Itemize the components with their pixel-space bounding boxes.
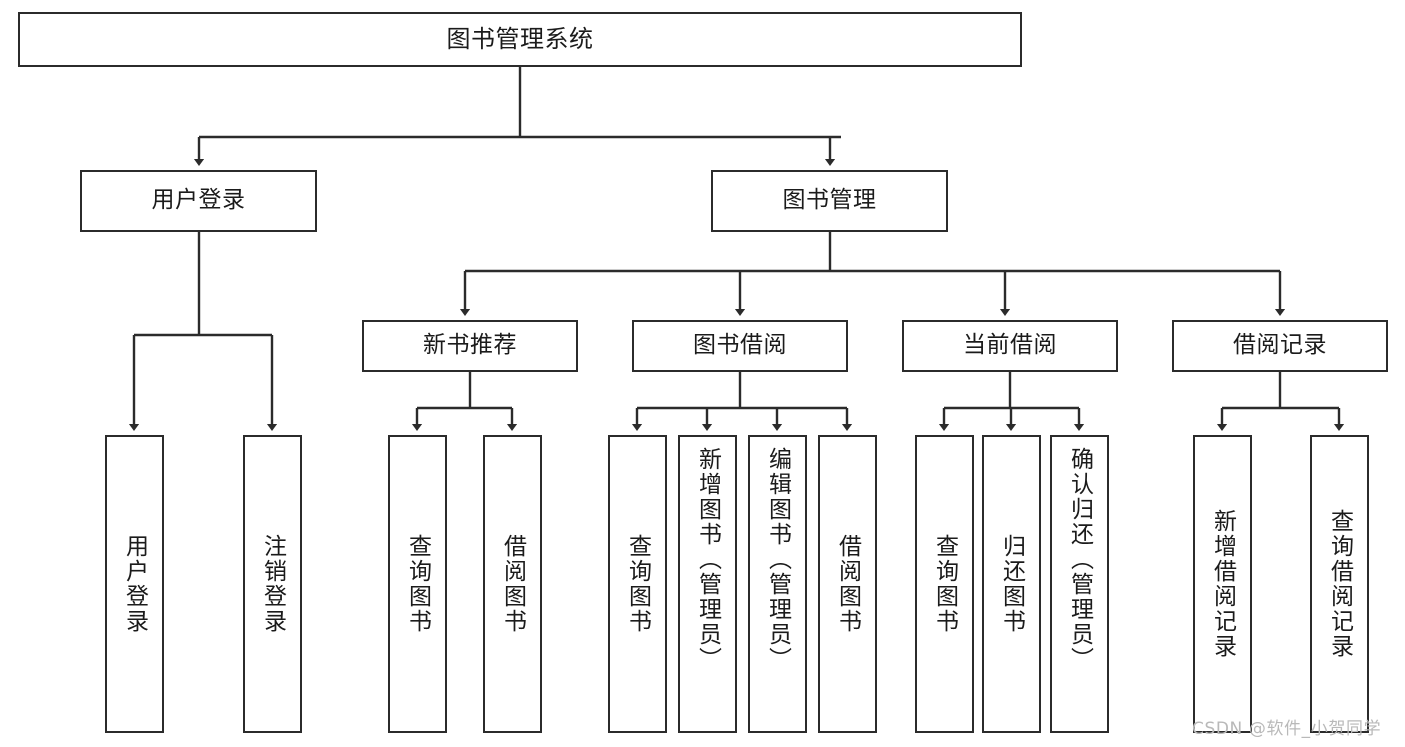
leaf-newbook-borrow-book[interactable]: 借阅图书 [483, 435, 542, 733]
node-label: 图书管理 [782, 187, 877, 214]
node-label: 用户登录 [151, 187, 246, 214]
node-current-borrow[interactable]: 当前借阅 [902, 320, 1118, 372]
leaf-currentborrow-confirm-return-admin[interactable]: 确认归还（管理员） [1050, 435, 1109, 733]
node-label: 图书借阅 [693, 332, 787, 359]
node-user-login[interactable]: 用户登录 [80, 170, 317, 232]
node-book-management[interactable]: 图书管理 [711, 170, 948, 232]
node-book-borrow[interactable]: 图书借阅 [632, 320, 848, 372]
leaf-currentborrow-query-book[interactable]: 查询图书 [915, 435, 974, 733]
leaf-bookborrow-add-book-admin[interactable]: 新增图书（管理员） [678, 435, 737, 733]
node-label: 确认归还（管理员） [1066, 447, 1093, 672]
node-borrow-record[interactable]: 借阅记录 [1172, 320, 1388, 372]
leaf-borrowrecord-add-record[interactable]: 新增借阅记录 [1193, 435, 1252, 733]
leaf-bookborrow-borrow-book[interactable]: 借阅图书 [818, 435, 877, 733]
leaf-newbook-query-book[interactable]: 查询图书 [388, 435, 447, 733]
node-label: 借阅图书 [834, 534, 861, 634]
csdn-watermark: CSDN @软件_小贺同学 [1192, 719, 1382, 739]
leaf-user-login[interactable]: 用户登录 [105, 435, 164, 733]
leaf-bookborrow-edit-book-admin[interactable]: 编辑图书（管理员） [748, 435, 807, 733]
leaf-currentborrow-return-book[interactable]: 归还图书 [982, 435, 1041, 733]
node-label: 查询图书 [624, 534, 651, 634]
node-label: 新增借阅记录 [1209, 509, 1236, 659]
node-label: 查询图书 [931, 534, 958, 634]
node-root-system[interactable]: 图书管理系统 [18, 12, 1022, 67]
node-label: 当前借阅 [963, 332, 1057, 359]
node-label: 新书推荐 [423, 332, 517, 359]
node-label: 新增图书（管理员） [694, 447, 721, 672]
node-label: 查询借阅记录 [1326, 509, 1353, 659]
node-label: 图书管理系统 [446, 25, 594, 54]
node-label: 编辑图书（管理员） [764, 447, 791, 672]
node-label: 注销登录 [259, 534, 286, 634]
node-new-book-recommend[interactable]: 新书推荐 [362, 320, 578, 372]
node-label: 用户登录 [121, 534, 148, 634]
leaf-logout[interactable]: 注销登录 [243, 435, 302, 733]
node-label: 借阅图书 [499, 534, 526, 634]
node-label: 归还图书 [998, 534, 1025, 634]
node-label: 查询图书 [404, 534, 431, 634]
leaf-bookborrow-query-book[interactable]: 查询图书 [608, 435, 667, 733]
leaf-borrowrecord-query-record[interactable]: 查询借阅记录 [1310, 435, 1369, 733]
node-label: 借阅记录 [1233, 332, 1327, 359]
